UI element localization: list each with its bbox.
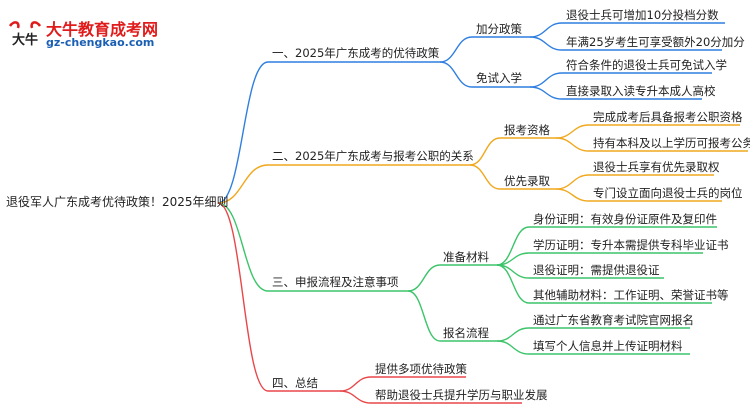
leaf-1-1-1: 退役士兵可增加10分投档分数 (566, 8, 719, 22)
branch-3-child-1: 准备材料 (443, 250, 489, 264)
connector-leaf-1-2-2 (529, 86, 563, 100)
leaf-3-1-2: 学历证明：专升本需提供专科毕业证书 (533, 238, 729, 252)
connector-leaf-3-2-1 (496, 327, 530, 342)
branch-2-label: 二、2025年广东成考与报考公职的关系 (272, 149, 474, 163)
leaf-3-2-1: 通过广东省教育考试院官网报名 (533, 313, 694, 327)
connector-root-branch-1 (217, 61, 269, 204)
connector-b3-c1 (407, 264, 441, 292)
leaf-1-1-2: 年满25岁考生可享受额外20分加分 (566, 35, 745, 49)
branch-4-label: 四、总结 (272, 376, 318, 390)
connector-leaf-1-1-1 (529, 22, 563, 38)
connector-root-branch-2 (217, 164, 269, 204)
bull-logo-icon: 大牛 (8, 21, 42, 48)
connector-leaf-3-1-4 (496, 264, 530, 304)
connector-root-branch-3 (217, 202, 269, 292)
branch-1-child-2: 免试入学 (476, 71, 522, 85)
leaf-3-2-2: 填写个人信息并上传证明材料 (533, 339, 683, 353)
branch-1-child-1: 加分政策 (476, 22, 522, 36)
connector-b1-c1 (439, 36, 473, 63)
connector-leaf-2-2-1 (555, 174, 590, 190)
connector-leaf-1-2-1 (529, 72, 563, 88)
leaf-4-1: 提供多项优待政策 (375, 362, 467, 376)
connector-root-branch-4 (217, 202, 269, 392)
leaf-2-1-2: 持有本科及以上学历可报考公务员 (593, 136, 750, 150)
connector-leaf-3-2-2 (496, 340, 530, 355)
logo-mark-text: 大牛 (12, 32, 38, 48)
branch-1-label: 一、2025年广东成考的优待政策 (272, 46, 440, 60)
leaf-3-1-3: 退役证明：需提供退役证 (533, 263, 660, 277)
leaf-1-2-1: 符合条件的退役士兵可免试入学 (566, 58, 727, 72)
leaf-4-2: 帮助退役士兵提升学历与职业发展 (375, 388, 548, 402)
branch-3-label: 三、申报流程及注意事项 (272, 275, 399, 289)
brand-name: 大牛教育成考网 (46, 20, 159, 39)
connector-leaf-4-1 (339, 376, 372, 392)
leaf-2-2-2: 专门设立面向退役士兵的岗位 (593, 186, 743, 200)
leaf-3-1-1: 身份证明：有效身份证原件及复印件 (533, 212, 717, 226)
leaf-1-2-2: 直接录取入读专升本成人高校 (566, 84, 716, 98)
connector-leaf-1-1-2 (529, 36, 563, 51)
brand-logo[interactable]: 大牛 大牛教育成考网 gz-chengkao.com (6, 14, 166, 54)
connector-leaf-3-1-1 (496, 226, 530, 266)
connector-b2-c1 (469, 137, 501, 166)
branch-2-child-2: 优先录取 (504, 174, 550, 188)
leaf-3-1-4: 其他辅助材料：工作证明、荣誉证书等 (533, 288, 729, 302)
branch-2-child-1: 报考资格 (504, 123, 550, 137)
connector-leaf-2-1-1 (555, 124, 590, 139)
root-node: 退役军人广东成考优待政策！2025年细则 (6, 195, 229, 209)
connector-b1-c2 (439, 61, 473, 88)
connector-b3-c2 (407, 290, 441, 342)
branch-3-child-2: 报名流程 (443, 326, 489, 340)
leaf-2-2-1: 退役士兵享有优先录取权 (593, 160, 720, 174)
connector-leaf-2-2-2 (555, 188, 590, 202)
connector-b2-c2 (469, 164, 501, 190)
connector-leaf-2-1-2 (555, 137, 590, 152)
brand-url: gz-chengkao.com (46, 36, 155, 49)
leaf-2-1-1: 完成成考后具备报考公职资格 (593, 110, 743, 124)
connector-leaf-4-2 (339, 390, 372, 404)
